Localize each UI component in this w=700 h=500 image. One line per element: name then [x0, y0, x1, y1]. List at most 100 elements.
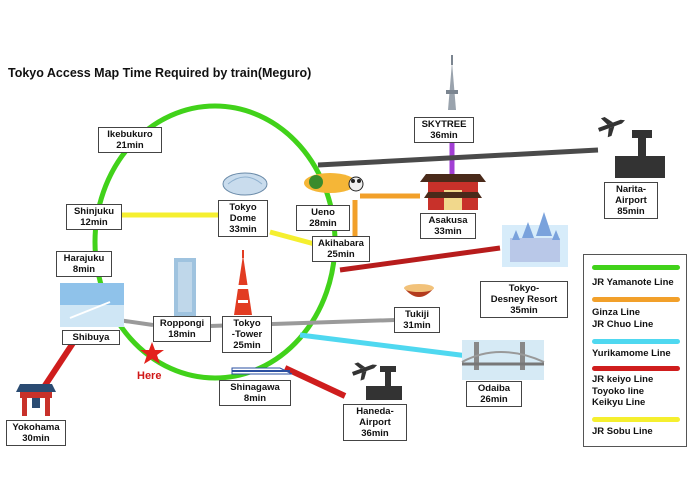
station-name: Shinjuku — [73, 206, 115, 217]
station-time: 33min — [434, 226, 462, 237]
station-tokyo-tower: Tokyo -Tower 25min — [222, 316, 272, 353]
station-time: 25min — [327, 249, 355, 260]
yurikamome-line — [299, 332, 469, 359]
shibuya-crossing-icon — [60, 283, 124, 327]
station-time: 26min — [480, 394, 508, 405]
roppongi-hills-icon — [174, 258, 196, 316]
legend-yurikamome-text: Yurikamome Line — [592, 348, 671, 359]
skytree-icon — [446, 55, 458, 110]
legend-toyoko-text: Toyoko line — [592, 385, 645, 397]
legend-keiyo-text: JR keiyo Line — [592, 374, 654, 385]
station-harajuku: Harajuku 8min — [56, 251, 112, 277]
legend-label-yamanote: JR Yamanote Line — [592, 277, 674, 289]
station-narita: Narita- Airport 85min — [604, 182, 658, 219]
station-time: 36min — [430, 130, 458, 141]
rainbow-bridge-icon — [461, 340, 545, 380]
station-shinjuku: Shinjuku 12min — [66, 204, 122, 230]
station-name: Akihabara — [318, 238, 364, 249]
legend-label-sobu: JR Sobu Line — [592, 426, 653, 438]
star-icon — [140, 342, 164, 364]
legend-swatch-sobu — [592, 417, 680, 422]
station-name: Harajuku — [63, 253, 105, 264]
station-name-1: Tokyo- — [508, 283, 540, 294]
station-name-1: Tokyo — [229, 202, 257, 213]
station-time: 28min — [309, 218, 337, 229]
station-name: Yokohama — [12, 422, 60, 433]
station-time: 30min — [22, 433, 50, 444]
station-shibuya: Shibuya — [62, 330, 120, 345]
legend-swatch-yamanote — [592, 265, 680, 270]
station-odaiba: Odaiba 26min — [466, 381, 522, 407]
legend-label-keiyo-toyoko-keikyu: JR keiyo Line Toyoko line Keikyu Line — [592, 374, 653, 409]
station-time: 25min — [233, 340, 261, 351]
station-name: SKYTREE — [421, 119, 467, 130]
map-title: Tokyo Access Map Time Required by train(… — [8, 66, 312, 80]
station-asakusa: Asakusa 33min — [420, 213, 476, 239]
station-akihabara: Akihabara 25min — [312, 236, 370, 262]
station-time: 18min — [168, 329, 196, 340]
legend: JR Yamanote Line Ginza Line JR Chuo Line… — [583, 254, 687, 447]
control-tower-icon — [366, 366, 402, 400]
station-time: 8min — [72, 264, 96, 275]
station-yokohama: Yokohama 30min — [6, 420, 66, 446]
station-name-2: Desney Resort — [490, 294, 558, 305]
castle-icon — [502, 212, 568, 267]
station-time: 31min — [403, 320, 431, 331]
station-time: 12min — [80, 217, 108, 228]
ueno-panda-icon — [304, 173, 364, 193]
station-disney: Tokyo- Desney Resort 35min — [480, 281, 568, 318]
legend-label-yurikamome: Yurikamome Line — [592, 348, 671, 360]
legend-label-ginza-chuo: Ginza Line JR Chuo Line — [592, 307, 653, 330]
station-tukiji: Tukiji 31min — [394, 307, 440, 333]
station-time: 35min — [510, 305, 538, 316]
station-time: 85min — [617, 206, 645, 217]
legend-keikyu-text: Keikyu Line — [592, 397, 646, 408]
stadium-dome-icon — [222, 172, 268, 196]
station-name-1: Narita- — [615, 184, 647, 195]
station-name: Tukiji — [404, 309, 430, 320]
station-name-2: Dome — [229, 213, 257, 224]
legend-ginza-text: Ginza Line — [592, 307, 641, 318]
station-ueno: Ueno 28min — [296, 205, 350, 231]
legend-chuo-text: JR Chuo Line — [592, 318, 654, 330]
temple-gate-icon — [420, 174, 486, 210]
station-time: 36min — [361, 428, 389, 439]
tokyo-tower-icon — [234, 250, 252, 315]
station-name-1: Tokyo — [233, 318, 261, 329]
station-tokyo-dome: Tokyo Dome 33min — [218, 200, 268, 237]
yokohama-gate-icon — [16, 384, 56, 416]
airplane-icon — [352, 362, 378, 381]
station-name: Odaiba — [477, 383, 511, 394]
station-name-2: Airport — [615, 195, 647, 206]
station-name: Shibuya — [72, 332, 110, 343]
station-time: 8min — [243, 393, 267, 404]
keikyu-line — [283, 365, 347, 399]
station-roppongi: Roppongi 18min — [153, 316, 211, 342]
legend-yamanote-text: JR Yamanote Line — [592, 277, 674, 288]
station-name-2: -Tower — [231, 329, 263, 340]
station-name-2: Airport — [359, 417, 391, 428]
airplane-icon — [598, 117, 625, 138]
here-label: Here — [137, 370, 162, 382]
station-time: 21min — [116, 140, 144, 151]
station-name: Ikebukuro — [107, 129, 153, 140]
station-name: Asakusa — [428, 215, 468, 226]
station-haneda: Haneda- Airport 36min — [343, 404, 407, 441]
station-time: 33min — [229, 224, 257, 235]
shinkansen-icon — [231, 367, 293, 375]
legend-sobu-text: JR Sobu Line — [592, 426, 653, 437]
station-name: Shinagawa — [230, 382, 280, 393]
toyoko-line — [39, 338, 78, 392]
legend-swatch-yurikamome — [592, 339, 680, 344]
legend-swatch-ginza-chuo — [592, 297, 680, 302]
keiyo-line — [339, 245, 501, 273]
station-shinagawa: Shinagawa 8min — [219, 380, 291, 406]
legend-swatch-keiyo-toyoko-keikyu — [592, 366, 680, 371]
station-skytree: SKYTREE 36min — [414, 117, 474, 143]
station-name-1: Haneda- — [356, 406, 394, 417]
ramen-bowl-icon — [404, 284, 434, 297]
narita-line — [317, 147, 599, 168]
station-ikebukuro: Ikebukuro 21min — [98, 127, 162, 153]
control-tower-icon — [615, 130, 665, 178]
